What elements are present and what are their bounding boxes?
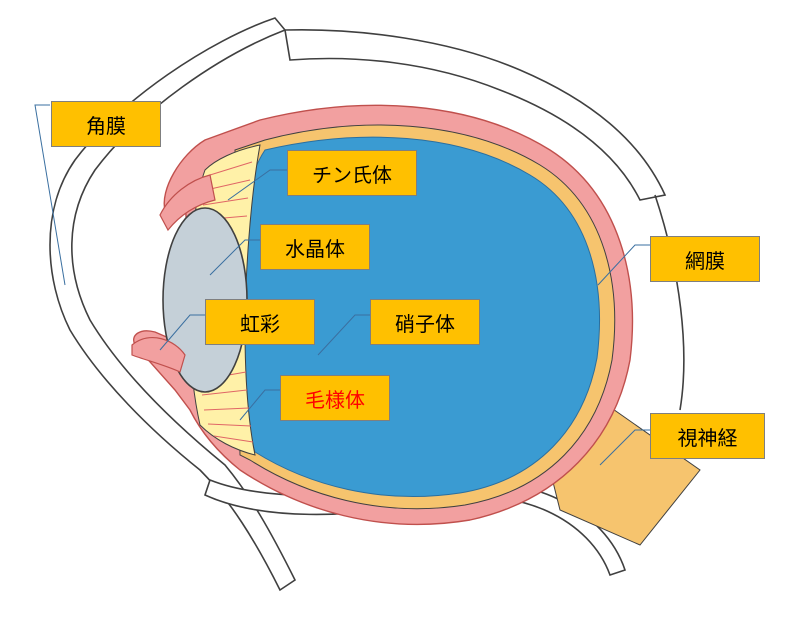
label-zonule: チン氏体 xyxy=(287,150,417,196)
orbit-line xyxy=(654,194,685,411)
label-iris-text: 虹彩 xyxy=(240,311,280,336)
label-cornea: 角膜 xyxy=(51,101,161,147)
eyelid-outline xyxy=(49,17,297,592)
lens-leader xyxy=(209,239,260,276)
label-vitreous-text: 硝子体 xyxy=(395,311,455,336)
eyelid-inner-upper xyxy=(284,28,667,201)
label-ciliary-body: 毛様体 xyxy=(280,375,390,421)
label-retina: 網膜 xyxy=(650,236,760,282)
iris-leader xyxy=(159,314,205,351)
iris-lower xyxy=(131,336,186,373)
label-lens: 水晶体 xyxy=(260,224,370,270)
label-zonule-text: チン氏体 xyxy=(312,162,392,187)
label-optic-nerve-text: 視神経 xyxy=(677,425,738,450)
label-retina-text: 網膜 xyxy=(685,248,725,273)
label-lens-text: 水晶体 xyxy=(285,236,345,261)
label-iris: 虹彩 xyxy=(205,299,315,345)
zonule-leader xyxy=(227,169,290,201)
label-cornea-text: 角膜 xyxy=(86,113,126,138)
ciliary-leader xyxy=(239,389,280,421)
vitreous-leader xyxy=(317,314,370,356)
optic-nerve-leader xyxy=(599,429,650,466)
label-vitreous: 硝子体 xyxy=(370,299,480,345)
retina-leader xyxy=(597,244,650,286)
cornea-leader xyxy=(34,104,66,286)
label-ciliary-body-text: 毛様体 xyxy=(305,387,365,412)
leader-lines xyxy=(34,104,650,466)
label-optic-nerve: 視神経 xyxy=(650,413,765,459)
iris-upper xyxy=(159,174,216,232)
